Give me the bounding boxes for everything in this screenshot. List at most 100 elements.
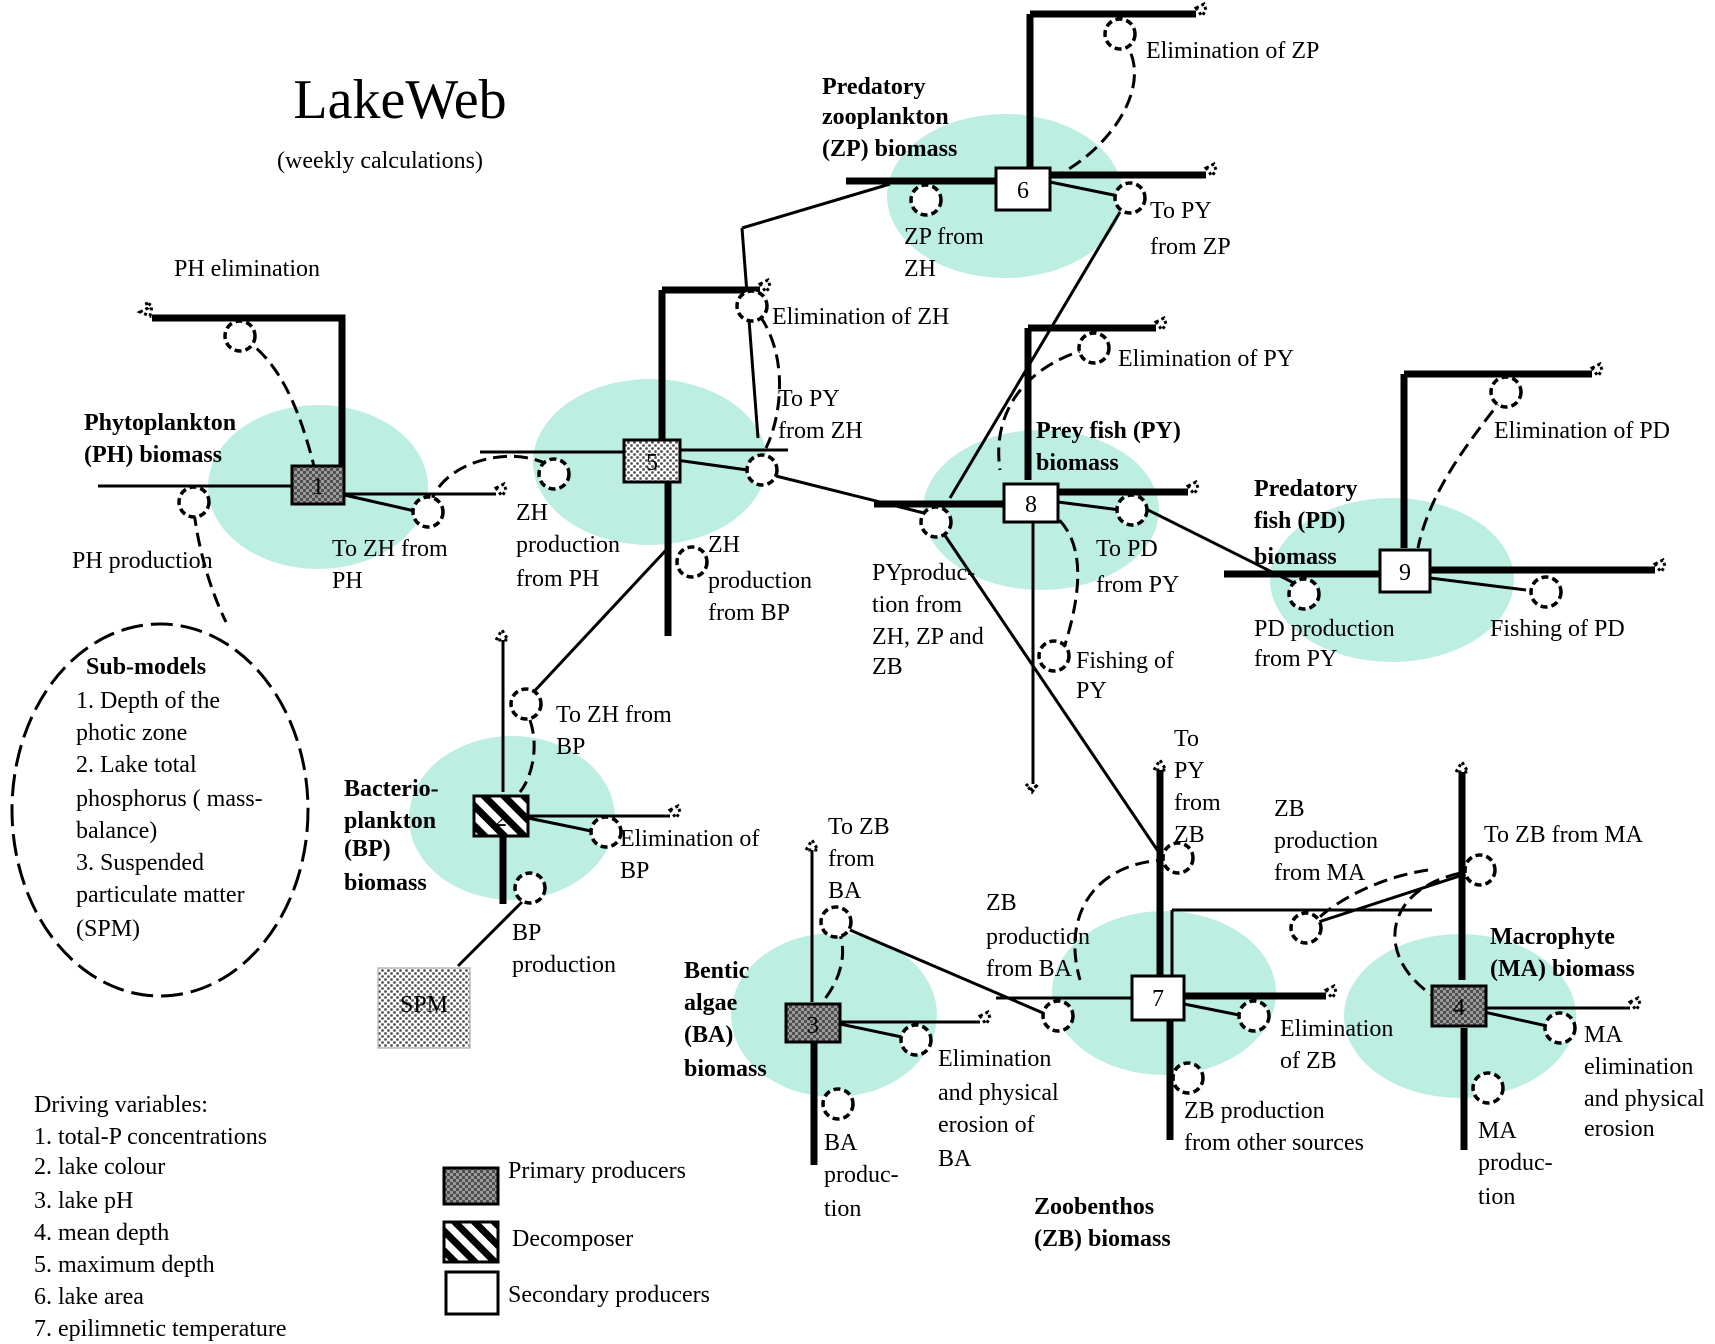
flow-zh-prod-ph-1: ZH <box>516 500 548 526</box>
flow-zh-prod-bp-2: production <box>708 568 812 594</box>
label-bentic-3: (BA) <box>684 1022 733 1048</box>
flow-py-production-1: PYproduc- <box>872 560 975 586</box>
flow-pipes <box>98 10 1655 1165</box>
flow-ph-production: PH production <box>72 548 213 574</box>
flow-zb-prod-other-1: ZB production <box>1184 1098 1325 1124</box>
conv-elimination-ba <box>899 1023 933 1057</box>
stock-9-number: 9 <box>1399 560 1411 586</box>
dash-ph-elim <box>239 334 317 471</box>
conv-ph-production <box>177 485 211 519</box>
legend-swatch-secondary <box>444 1270 500 1316</box>
flow-zh-prod-ph-3: from PH <box>516 566 599 592</box>
conv-pd-production <box>1287 577 1321 611</box>
driving-variables: Driving variables: 1. total-P concentrat… <box>34 1092 287 1342</box>
label-py-2: biomass <box>1036 450 1119 476</box>
label-zb-1: Zoobenthos <box>1034 1194 1154 1220</box>
flow-to-py-from-zb-1: To <box>1174 726 1199 752</box>
stock-9-predatory-fish <box>1378 548 1432 594</box>
flow-elimination-py: Elimination of PY <box>1118 346 1294 372</box>
pipe-elimination-pd <box>1400 370 1592 548</box>
dash-ph-prod-sub <box>192 511 228 623</box>
dash-zb-ma <box>1393 868 1481 1002</box>
dash-bp-zh <box>518 719 536 793</box>
submodels-line-5: balance) <box>76 818 157 844</box>
cloud-py-elim <box>1153 315 1168 333</box>
driving-item-3: 3. lake pH <box>34 1188 133 1214</box>
flow-elimination-pd: Elimination of PD <box>1494 418 1670 444</box>
driving-item-4: 4. mean depth <box>34 1220 169 1246</box>
link-ma-cross <box>1299 868 1479 930</box>
flow-pd-production-2: from PY <box>1254 646 1337 672</box>
legend-swatch-primary <box>442 1166 500 1206</box>
conv-fishing-py <box>1037 639 1071 673</box>
diagram-title: LakeWeb <box>293 69 506 131</box>
flow-to-pd-from-py-2: from PY <box>1096 572 1179 598</box>
conv-elimination-zb <box>1237 999 1271 1033</box>
label-zp-1: Predatory <box>822 74 926 100</box>
flow-ma-elimination-4: erosion <box>1584 1116 1655 1142</box>
flow-to-zb-from-ma: To ZB from MA <box>1484 822 1644 848</box>
cloud-zh-elim <box>757 277 772 295</box>
conv-fishing-pd <box>1529 575 1563 609</box>
flow-to-py-from-zp-2: from ZP <box>1150 234 1231 260</box>
stock-8-prey-fish <box>1002 482 1060 524</box>
flow-to-zb-from-ba-2: from <box>828 846 875 872</box>
cloud-ba-zb <box>803 837 821 852</box>
submodels-ellipse <box>10 622 310 998</box>
cloud-py-to-pd <box>1185 479 1200 497</box>
flow-to-zh-from-bp-1: To ZH from <box>556 702 672 728</box>
flow-ma-elimination-1: MA <box>1584 1022 1623 1048</box>
flow-to-py-from-zb-4: ZB <box>1174 822 1205 848</box>
label-bacterio-4: biomass <box>344 870 427 896</box>
legend: Primary producers Decomposer Secondary p… <box>442 1158 710 1316</box>
link-zh-to-py <box>775 474 937 518</box>
cloud-zp-elim <box>1193 1 1208 19</box>
cloud-ma-zb <box>1453 759 1471 774</box>
flow-elimination-zh: Elimination of ZH <box>772 304 949 330</box>
driving-item-1: 1. total-P concentrations <box>34 1124 267 1150</box>
flow-to-py-from-zh-1: To PY <box>778 386 840 412</box>
flow-to-pd-from-py-1: To PD <box>1096 536 1158 562</box>
pipe-ph-elimination <box>152 314 346 470</box>
flow-to-zb-from-ba-1: To ZB <box>828 814 890 840</box>
conv-to-zh-from-bp <box>509 687 543 721</box>
flow-elimination-ba-4: BA <box>938 1146 972 1172</box>
link-zp-to-py <box>948 211 1122 499</box>
conv-to-py-from-zp <box>1113 181 1147 215</box>
stock-3-bentic-algae <box>784 1002 842 1044</box>
label-phytoplankton-2: (PH) biomass <box>84 442 222 468</box>
conv-zh-production-from-bp <box>675 545 709 579</box>
flow-to-py-from-zp-1: To PY <box>1150 198 1212 224</box>
flow-zb-prod-ba-2: production <box>986 924 1090 950</box>
flow-ba-production-1: BA <box>824 1130 858 1156</box>
submodels-line-6: 3. Suspended <box>76 850 204 876</box>
conv-elimination-pd <box>1489 375 1523 409</box>
stock-7-number: 7 <box>1152 986 1164 1012</box>
flow-to-zh-from-ph-2: PH <box>332 568 363 594</box>
flow-fishing-py-2: PY <box>1076 678 1107 704</box>
driving-item-5: 5. maximum depth <box>34 1252 215 1278</box>
label-pd-3: biomass <box>1254 544 1337 570</box>
conv-elimination-zh <box>735 289 769 323</box>
flow-labels: PH elimination PH production To ZH from … <box>72 38 1705 1222</box>
cloud-pd-elim <box>1589 361 1604 379</box>
flow-zb-prod-ma-1: ZB <box>1274 796 1305 822</box>
flow-ma-elimination-2: elimination <box>1584 1054 1693 1080</box>
flow-ba-production-3: tion <box>824 1196 861 1222</box>
flow-ma-elimination-3: and physical <box>1584 1086 1705 1112</box>
flow-zh-prod-bp-1: ZH <box>708 532 740 558</box>
submodels-line-1: 1. Depth of the <box>76 688 220 714</box>
legend-label-primary: Primary producers <box>508 1158 686 1184</box>
link-bp-to-zh <box>526 546 670 700</box>
flow-ma-production-1: MA <box>1478 1118 1517 1144</box>
cloud-ma-elim <box>1627 995 1642 1013</box>
flow-zp-from-zh-2: ZH <box>904 256 936 282</box>
stock-8-number: 8 <box>1025 492 1037 518</box>
flow-ma-production-2: produc- <box>1478 1150 1553 1176</box>
submodels-title: Sub-models <box>86 654 206 680</box>
pipe-elimination-zh <box>658 286 760 440</box>
label-macrophyte-1: Macrophyte <box>1490 924 1615 950</box>
cloud-py-fishing <box>1024 782 1040 795</box>
flow-ba-production-2: produc- <box>824 1162 899 1188</box>
